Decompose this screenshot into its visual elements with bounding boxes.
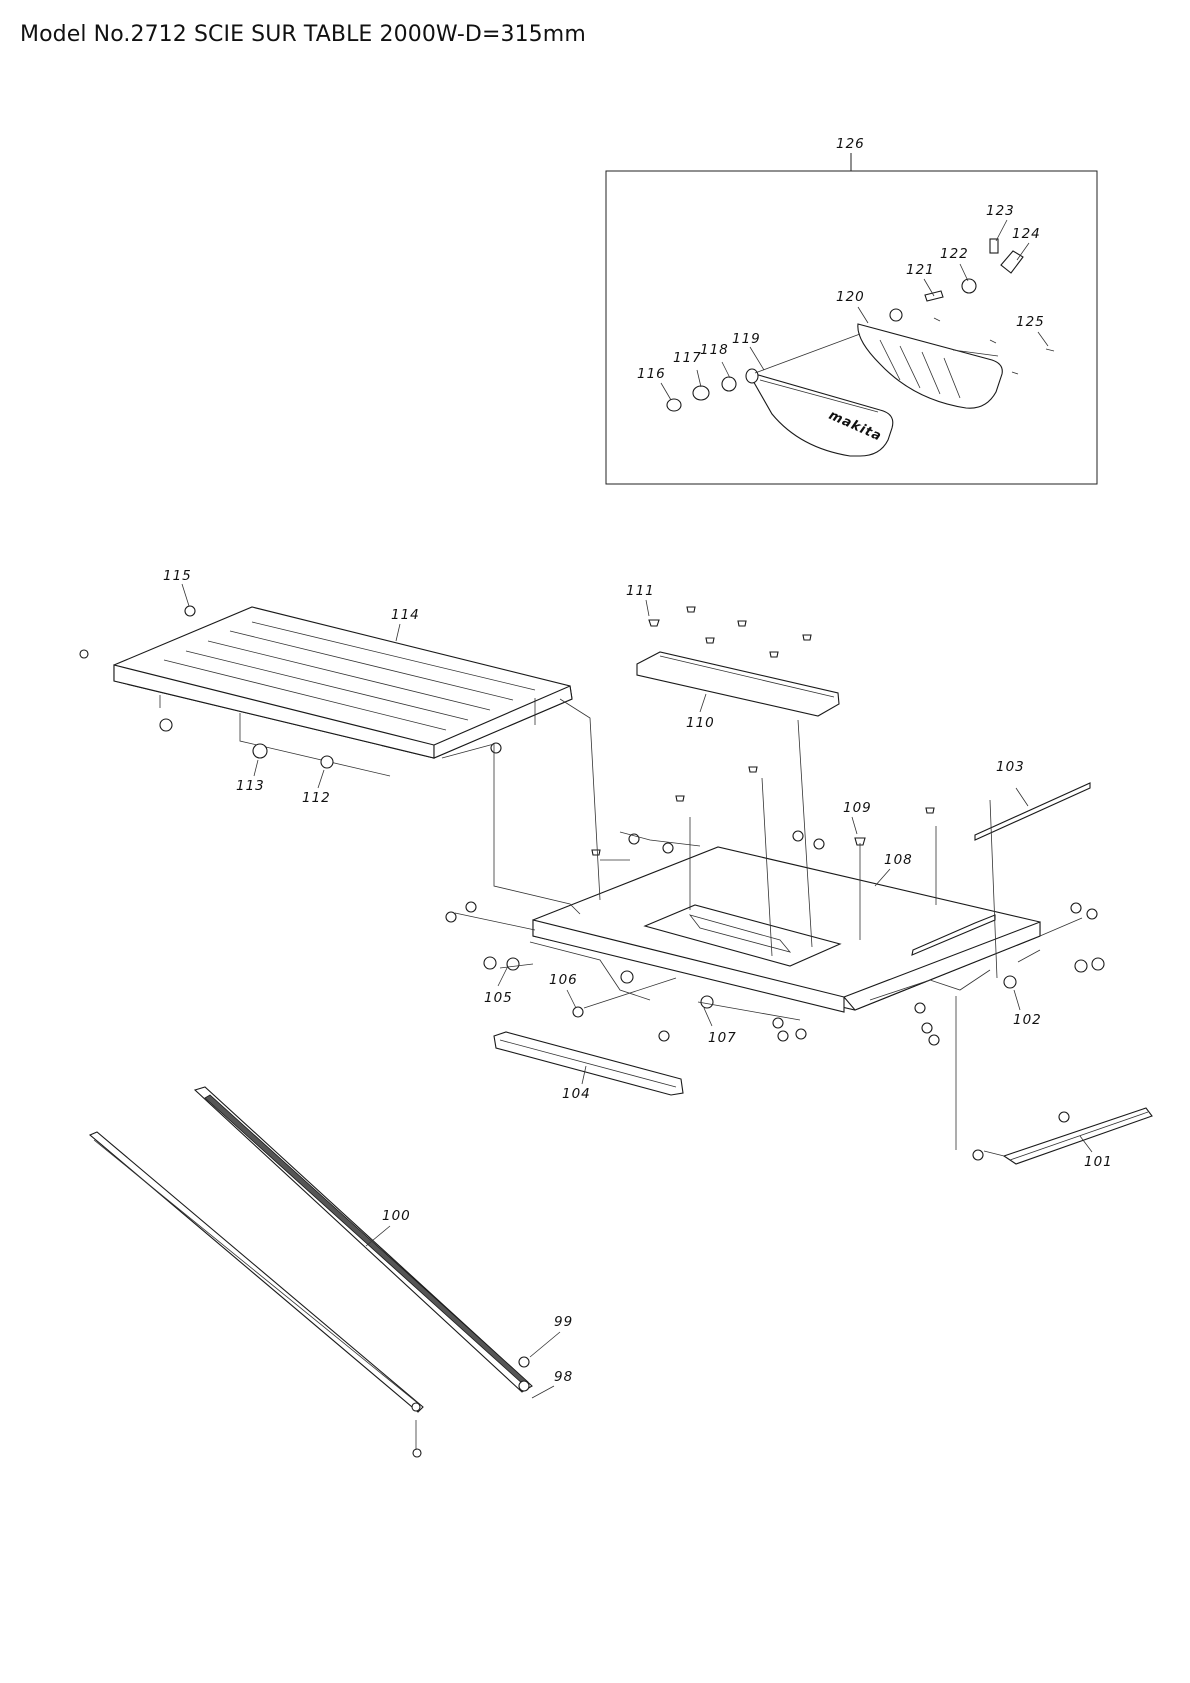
- callout-103: 103: [996, 759, 1025, 775]
- callout-113: 113: [236, 778, 265, 794]
- callout-125: 125: [1016, 314, 1045, 330]
- main-table: [529, 846, 1041, 1013]
- assembly-guide-lines: [415, 698, 1083, 1450]
- callout-112: 112: [302, 790, 331, 806]
- callout-101: 101: [1084, 1154, 1113, 1170]
- leg-bar-rear: [88, 1131, 424, 1413]
- side-rail-left: [493, 1031, 684, 1096]
- callout-107: 107: [708, 1030, 737, 1046]
- callout-104: 104: [562, 1086, 591, 1102]
- callout-114: 114: [391, 607, 420, 623]
- callout-121: 121: [906, 262, 935, 278]
- callout-115: 115: [163, 568, 192, 584]
- callout-124: 124: [1012, 226, 1041, 242]
- callout-108: 108: [884, 852, 913, 868]
- callout-126: 126: [836, 136, 865, 152]
- callout-106: 106: [549, 972, 578, 988]
- callout-117: 117: [673, 350, 702, 366]
- blade-guard-assembly-box: [605, 153, 1098, 485]
- callout-111: 111: [626, 583, 655, 599]
- callout-120: 120: [836, 289, 865, 305]
- extension-table: [113, 606, 573, 777]
- table-insert-strip: [974, 782, 1091, 841]
- page-title: Model No.2712 SCIE SUR TABLE 2000W-D=315…: [20, 22, 586, 47]
- callout-109: 109: [843, 800, 872, 816]
- fence-rail: [636, 651, 840, 717]
- side-rail-right: [1002, 1107, 1153, 1165]
- callout-98: 98: [554, 1369, 573, 1385]
- fasteners: [79, 605, 1105, 1458]
- callout-116: 116: [637, 366, 666, 382]
- callout-122: 122: [940, 246, 969, 262]
- callout-119: 119: [732, 331, 761, 347]
- callout-labels: 126 123 124 122 121 120 125 119 118 117 …: [163, 136, 1113, 1385]
- callout-105: 105: [484, 990, 513, 1006]
- callout-99: 99: [554, 1314, 573, 1330]
- callout-110: 110: [686, 715, 715, 731]
- callout-123: 123: [986, 203, 1015, 219]
- callout-leaders: [181, 219, 1093, 1399]
- leg-bar-front: [193, 1086, 533, 1393]
- callout-102: 102: [1013, 1012, 1042, 1028]
- guard-cover-right: [857, 323, 1003, 409]
- callout-100: 100: [382, 1208, 411, 1224]
- callout-118: 118: [700, 342, 729, 358]
- guard-cover-left: makita: [746, 371, 894, 457]
